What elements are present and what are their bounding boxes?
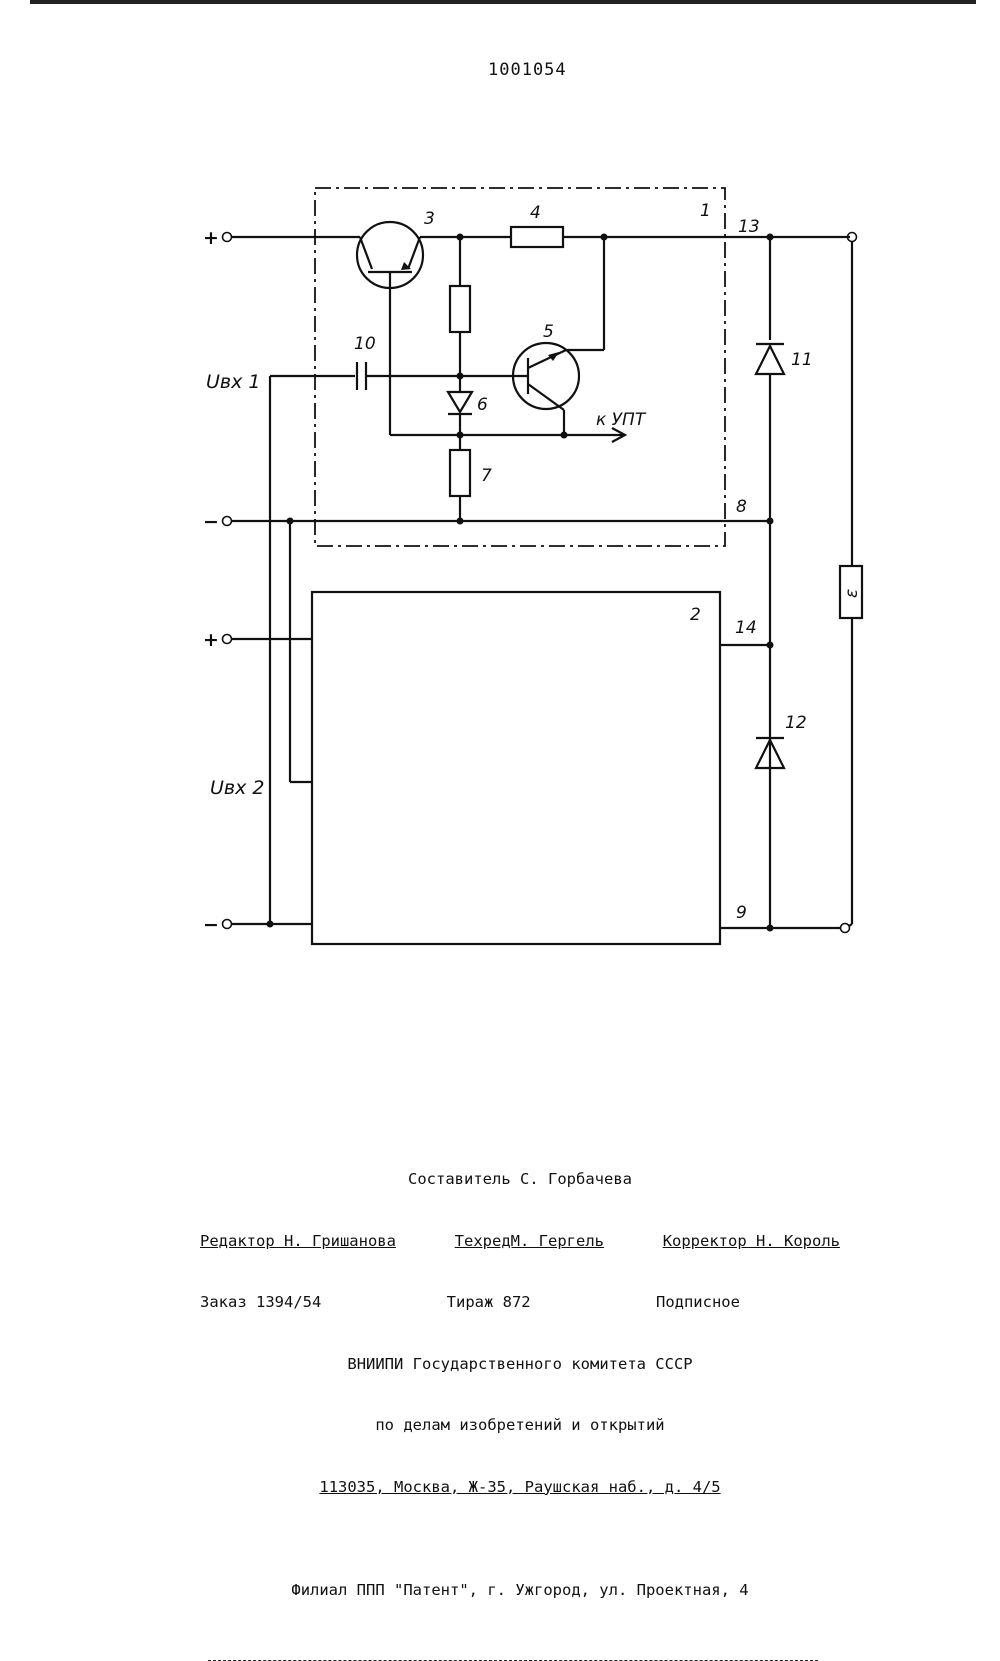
label-6: 6 xyxy=(477,395,488,415)
address-line-1: 113035, Москва, Ж-35, Раушская наб., д. … xyxy=(200,1477,840,1498)
diode-11 xyxy=(756,346,784,374)
label-plus-1: + xyxy=(203,227,219,249)
org-line-2: по делам изобретений и открытий xyxy=(200,1415,840,1436)
label-uvx-1: Uвх 1 xyxy=(206,371,260,393)
label-2: 2 xyxy=(690,605,701,625)
editor: Редактор Н. Гришанова xyxy=(200,1231,396,1252)
label-output-upt: к УПТ xyxy=(596,410,647,430)
techred: ТехредМ. Гергель xyxy=(455,1231,604,1252)
label-9: 9 xyxy=(736,903,747,923)
org-line-1: ВНИИПИ Государственного комитета СССР xyxy=(200,1354,840,1375)
output-terminal-bottom xyxy=(841,924,850,933)
label-minus-1: − xyxy=(203,511,219,533)
circulation: Тираж 872 xyxy=(447,1292,531,1313)
editors-line: Редактор Н. Гришанова ТехредМ. Гергель К… xyxy=(200,1231,840,1252)
label-13: 13 xyxy=(738,217,760,237)
address-line-2: Филиал ППП "Патент", г. Ужгород, ул. Про… xyxy=(200,1580,840,1601)
label-12: 12 xyxy=(785,713,807,733)
label-14: 14 xyxy=(735,618,757,638)
resistor-4 xyxy=(511,227,563,247)
subscription: Подписное xyxy=(656,1292,740,1313)
order-line: Заказ 1394/54 Тираж 872 Подписное xyxy=(200,1292,840,1313)
minus-terminal-1 xyxy=(223,517,232,526)
block-2-box xyxy=(312,592,720,944)
label-8: 8 xyxy=(736,497,747,517)
label-4: 4 xyxy=(530,203,541,223)
plus-terminal-1 xyxy=(223,233,232,242)
label-10: 10 xyxy=(354,334,376,354)
label-3: 3 xyxy=(424,209,435,229)
label-1: 1 xyxy=(700,201,711,221)
block-1-frame xyxy=(315,188,725,546)
label-plus-2: + xyxy=(203,629,219,651)
corrector: Корректор Н. Король xyxy=(663,1231,840,1252)
resistor-base xyxy=(450,286,470,332)
colophon: Составитель С. Горбачева Редактор Н. Гри… xyxy=(200,1128,840,1621)
plus-terminal-2 xyxy=(223,635,232,644)
label-load: ε xyxy=(842,589,862,598)
label-minus-2: − xyxy=(203,914,219,936)
diode-6 xyxy=(448,392,472,412)
label-11: 11 xyxy=(791,350,813,370)
circuit-diagram: + − + − Uвх 1 Uвх 2 3 4 1 13 5 10 6 7 к … xyxy=(0,0,1000,1100)
resistor-7 xyxy=(450,450,470,496)
label-7: 7 xyxy=(481,466,492,486)
order: Заказ 1394/54 xyxy=(200,1292,321,1313)
label-5: 5 xyxy=(543,322,554,342)
minus-terminal-2 xyxy=(223,920,232,929)
compiler-line: Составитель С. Горбачева xyxy=(200,1169,840,1190)
label-uvx-2: Uвх 2 xyxy=(210,777,264,799)
